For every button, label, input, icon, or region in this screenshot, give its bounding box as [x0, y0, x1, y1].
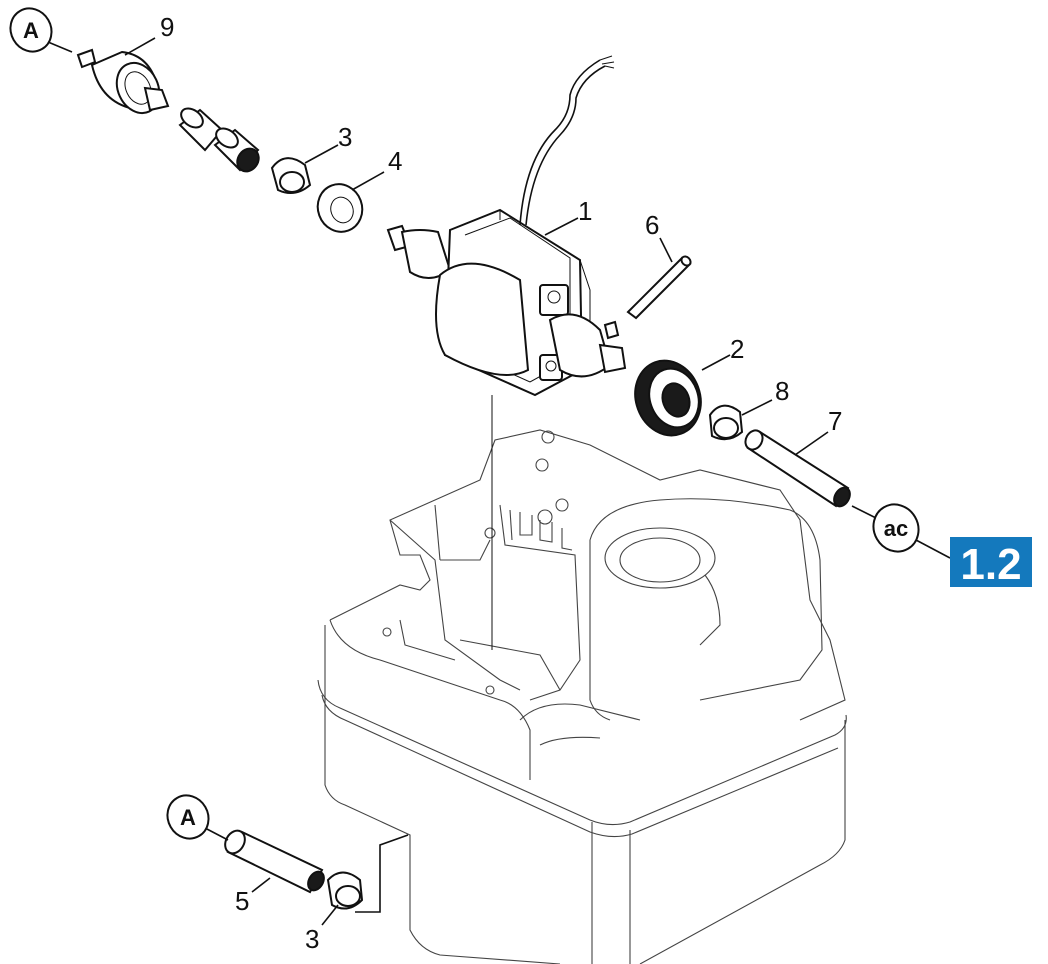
label-part-2: 2 — [730, 334, 744, 364]
label-part-7: 7 — [828, 406, 842, 436]
part-8-clamp — [708, 404, 744, 441]
label-part-3-upper: 3 — [338, 122, 352, 152]
section-badge-text: 1.2 — [960, 540, 1021, 589]
part-7-hose — [744, 429, 851, 508]
part-5-hose — [224, 829, 325, 894]
section-badge: 1.2 — [950, 537, 1032, 589]
part-1-pump — [386, 55, 627, 397]
label-part-5: 5 — [235, 886, 249, 916]
tube-segments — [178, 107, 260, 173]
leader-lines — [47, 37, 951, 926]
callout-ac: ac — [872, 503, 920, 553]
callout-ac-text: ac — [884, 516, 908, 541]
part-9-nozzle — [76, 48, 170, 115]
label-part-6: 6 — [645, 210, 659, 240]
callout-a-bottom: A — [166, 794, 210, 840]
bracket-line — [355, 834, 409, 913]
part-2-seal-ring — [634, 359, 702, 437]
label-part-4: 4 — [388, 146, 402, 176]
part-6-rod — [626, 255, 692, 320]
label-part-1: 1 — [578, 196, 592, 226]
callout-a-top: A — [9, 7, 53, 53]
callout-a-top-text: A — [23, 18, 39, 43]
part-3-clamp-lower — [326, 871, 364, 910]
part-number-labels: 1 2 3 3 4 5 6 7 8 9 — [160, 12, 842, 954]
tank-housing — [317, 429, 847, 964]
label-part-3-lower: 3 — [305, 924, 319, 954]
label-part-8: 8 — [775, 376, 789, 406]
part-4-grommet — [316, 183, 364, 233]
part-3-clamp-upper — [270, 157, 312, 195]
callout-a-bottom-text: A — [180, 805, 196, 830]
label-part-9: 9 — [160, 12, 174, 42]
